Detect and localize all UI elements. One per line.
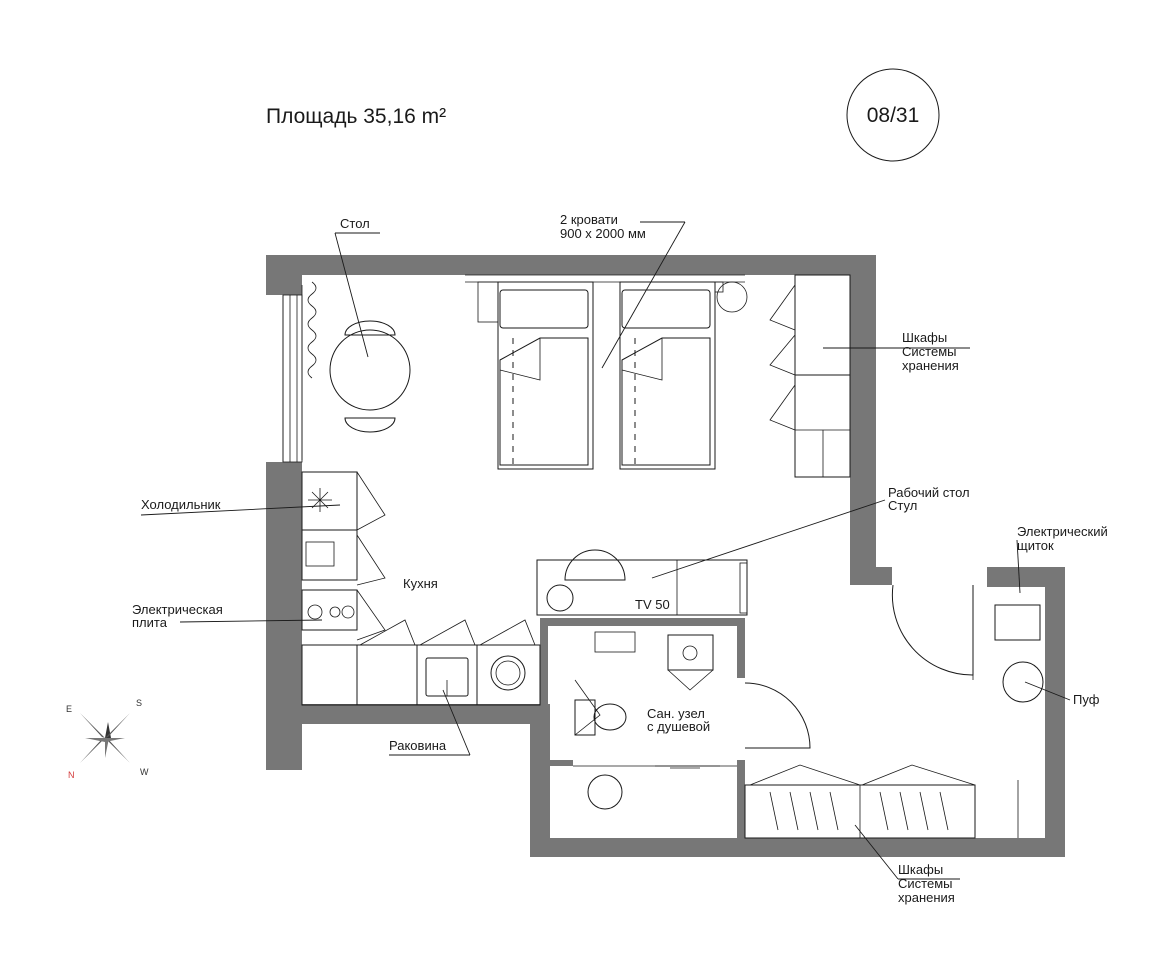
compass-n: N [68, 770, 75, 780]
wardrobe-bottom [744, 764, 976, 839]
pouf [1002, 661, 1044, 703]
kitchen-label: Кухня [403, 576, 438, 591]
pouf-label: Пуф [1073, 692, 1100, 707]
bathroom-fixtures [573, 631, 737, 810]
storage-bottom-label-3: хранения [898, 890, 955, 905]
window-left [282, 294, 303, 463]
storage-bottom-label-1: Шкафы [898, 862, 943, 877]
electrical-panel [994, 604, 1041, 641]
dining-table [329, 320, 411, 433]
bathroom-label-2: с душевой [647, 719, 710, 734]
unit-number-badge: 08/31 [846, 68, 940, 162]
kitchen-units [301, 471, 541, 706]
doors [744, 584, 974, 749]
bathroom-label-1: Сан. узел [647, 706, 705, 721]
stove-label-1: Электрическая [132, 602, 223, 617]
sink-label: Раковина [389, 738, 447, 753]
work-desk: TV 50 [536, 549, 748, 616]
fridge-label: Холодильник [141, 497, 221, 512]
beds-label-1: 2 кровати [560, 212, 618, 227]
beds-label-2: 900 х 2000 мм [560, 226, 646, 241]
compass-s: S [136, 698, 142, 708]
storage-top-label-2: Системы [902, 344, 956, 359]
table-label: Стол [340, 216, 370, 231]
wardrobe-top [769, 274, 851, 478]
curtain [307, 281, 317, 379]
panel-label-2: щиток [1017, 538, 1054, 553]
stove-label-2: плита [132, 615, 168, 630]
compass-rose: E S W N [66, 698, 149, 780]
area-title: Площадь 35,16 m² [266, 105, 446, 128]
walls [266, 255, 1065, 857]
desk-label-2: Стул [888, 498, 917, 513]
storage-bottom-label-2: Системы [898, 876, 952, 891]
beds [465, 274, 748, 470]
storage-top-label-1: Шкафы [902, 330, 947, 345]
desk-label-1: Рабочий стол [888, 485, 970, 500]
compass-e: E [66, 704, 72, 714]
tv-label: TV 50 [635, 597, 670, 612]
panel-label-1: Электрический [1017, 524, 1108, 539]
unit-number: 08/31 [867, 104, 920, 127]
compass-w: W [140, 767, 149, 777]
callouts: Стол 2 кровати 900 х 2000 мм Шкафы Систе… [132, 212, 1108, 905]
storage-top-label-3: хранения [902, 358, 959, 373]
